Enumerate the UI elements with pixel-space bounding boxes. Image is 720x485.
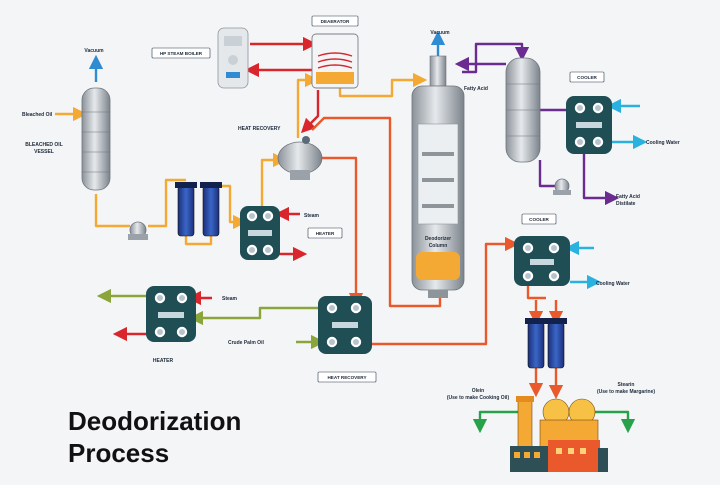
label-olein-1: Olein bbox=[472, 388, 485, 394]
heater-left-exchanger bbox=[146, 286, 196, 342]
svg-text:COOLER: COOLER bbox=[577, 75, 597, 80]
fatty-acid-tank bbox=[505, 57, 541, 163]
hr-hot-oil-line bbox=[320, 156, 364, 308]
cooler-mid-exchanger bbox=[514, 236, 570, 286]
tag-heat-recovery-bottom: HEAT RECOVERY bbox=[317, 371, 377, 383]
filter-link-line bbox=[184, 236, 213, 246]
tag-cooler-mid: COOLER bbox=[521, 213, 557, 225]
tag-deaerator: DEAERATOR bbox=[311, 15, 359, 27]
label-vacuum-left: Vacuum bbox=[84, 48, 104, 54]
cooler-down-line bbox=[526, 282, 546, 300]
label-stearin-1: Stearin bbox=[618, 382, 635, 388]
tag-heater-mid: HEATER bbox=[307, 227, 343, 239]
label-cooling-water-mid: Cooling Water bbox=[596, 281, 630, 287]
label-bleached-vessel-2: VESSEL bbox=[34, 149, 54, 155]
tank-to-pump-line bbox=[538, 160, 556, 188]
deaerator-to-column-line bbox=[338, 72, 428, 98]
label-deodorizer-2: Column bbox=[429, 243, 448, 249]
hr-to-cooler-line bbox=[372, 236, 520, 346]
column-bottom-hot-line bbox=[311, 116, 442, 308]
feed-pump bbox=[128, 221, 148, 240]
label-stearin-2: (Use to make Margarine) bbox=[597, 389, 655, 395]
fatty-acid-distillate-line bbox=[582, 150, 620, 206]
deaerator bbox=[311, 33, 359, 89]
heat-recovery-bottom-exchanger bbox=[318, 296, 372, 354]
filter-pair-bottom bbox=[525, 318, 567, 369]
heater-mid-exchanger bbox=[240, 206, 280, 260]
label-fa-distillate-1: Fatty Acid bbox=[616, 194, 640, 200]
label-fatty-acid: Fatty Acid bbox=[464, 86, 488, 92]
hr-to-heater-crude bbox=[188, 306, 318, 326]
label-deodorizer-1: Deodorizer bbox=[425, 236, 451, 242]
label-steam-mid: Steam bbox=[304, 213, 320, 219]
label-bleached-oil: Bleached Oil bbox=[22, 112, 53, 118]
tag-hp-steam-boiler: HP STEAM BOILER bbox=[151, 47, 211, 59]
title-line1: Deodorization bbox=[68, 406, 241, 436]
heat-recovery-unit bbox=[277, 136, 323, 180]
label-bleached-vessel-1: BLEACHED OIL bbox=[25, 142, 63, 148]
fatty-acid-pump bbox=[553, 178, 571, 195]
svg-text:HEATER: HEATER bbox=[316, 231, 335, 236]
label-heat-recovery-top: HEAT RECOVERY bbox=[238, 126, 281, 132]
label-olein-2: (Use to make Cooking Oil) bbox=[447, 395, 510, 401]
refinery-factory bbox=[510, 396, 608, 472]
label-fa-distillate-2: Distilate bbox=[616, 201, 636, 207]
pump-to-filter-line bbox=[148, 178, 186, 228]
deodorizer-column bbox=[411, 55, 465, 298]
label-cooling-water-top: Cooling Water bbox=[646, 140, 680, 146]
deaerator-to-hr-steam bbox=[300, 90, 320, 134]
svg-text:COOLER: COOLER bbox=[529, 217, 549, 222]
filter-pair-top bbox=[175, 182, 222, 237]
tag-cooler-top: COOLER bbox=[569, 71, 605, 83]
label-vacuum-top: Vacuum bbox=[430, 30, 450, 36]
svg-text:HP STEAM BOILER: HP STEAM BOILER bbox=[160, 51, 203, 56]
label-heater-left: HEATER bbox=[153, 358, 174, 364]
cooler-top-exchanger bbox=[566, 96, 612, 154]
bleached-oil-vessel bbox=[81, 87, 111, 191]
label-steam-left: Steam bbox=[222, 296, 238, 302]
heater-to-hr-line bbox=[260, 152, 288, 206]
hp-steam-boiler bbox=[217, 27, 249, 89]
svg-text:HEAT RECOVERY: HEAT RECOVERY bbox=[327, 375, 366, 380]
hr-to-deaerator-line bbox=[296, 72, 320, 138]
fatty-acid-to-cooler-tank bbox=[462, 42, 530, 74]
title-line2: Process bbox=[68, 438, 169, 468]
vessel-to-pump-line bbox=[94, 194, 130, 228]
label-crude-palm-oil: Crude Palm Oil bbox=[228, 340, 264, 346]
svg-text:DEAERATOR: DEAERATOR bbox=[321, 19, 350, 24]
